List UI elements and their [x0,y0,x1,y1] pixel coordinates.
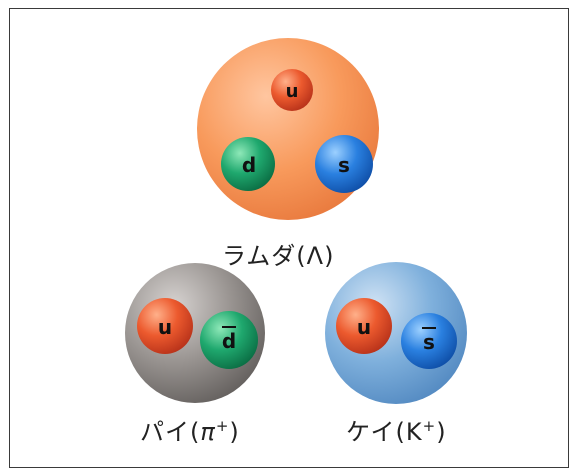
svg-text:u: u [357,315,371,339]
lambda-label: ラムダ(Λ) [222,242,335,270]
hadron-diagram: u d s u d u s [125,38,467,404]
svg-text:s: s [423,330,435,354]
kaon-symbol: K [405,418,423,446]
antiquark-d: d [200,311,258,369]
quark-u: u [336,298,392,354]
svg-text:d: d [242,153,256,177]
svg-text:s: s [338,153,350,177]
lambda-baryon: u d s [197,38,379,220]
kaon-name: ケイ [346,418,396,446]
lambda-symbol: Λ [306,242,325,270]
svg-text:u: u [286,81,299,102]
quark-u: u [271,69,313,111]
pion-meson: u d [125,263,265,403]
pion-charge: + [215,417,230,435]
quark-s: s [315,135,373,193]
kaon-label: ケイ(K+) [346,417,447,446]
quark-d: d [221,137,275,191]
lambda-sphere [197,38,379,220]
svg-text:u: u [158,315,172,339]
lambda-name: ラムダ [222,242,297,270]
antiquark-s: s [401,313,457,369]
pion-symbol: π [200,418,216,446]
kaon-charge: + [422,417,437,435]
pion-name: パイ [140,418,190,446]
kaon-meson: u s [325,262,467,404]
pion-label: パイ(π+) [140,417,240,446]
svg-text:d: d [222,329,236,353]
quark-u: u [137,298,193,354]
